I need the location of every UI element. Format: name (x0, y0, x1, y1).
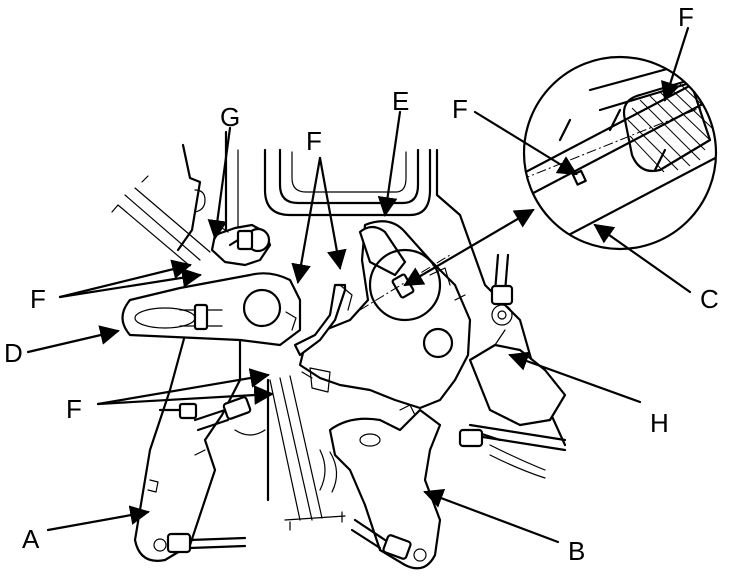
label-h: H (650, 408, 669, 438)
housing-frame (111, 130, 567, 531)
label-e: E (392, 86, 409, 116)
magnified-detail (522, 55, 718, 251)
lever-h (468, 253, 567, 427)
label-f-left: F (30, 284, 46, 314)
label-c: C (700, 284, 719, 314)
lever-g (210, 223, 272, 267)
center-bracket (293, 283, 353, 393)
label-f-magnified: F (678, 2, 694, 32)
label-a: A (22, 524, 40, 554)
lever-b (328, 404, 442, 570)
label-g: G (220, 102, 240, 132)
leader-arrows (26, 26, 692, 544)
label-f-lower: F (66, 394, 82, 424)
callout-labels: G F E F F F D F A B H C (4, 2, 719, 566)
label-b: B (568, 536, 585, 566)
lever-a (133, 333, 247, 562)
label-f-detail: F (452, 94, 468, 124)
label-f-top: F (306, 126, 322, 156)
label-d: D (4, 338, 23, 368)
lever-d (121, 272, 302, 347)
connectors (158, 396, 502, 448)
